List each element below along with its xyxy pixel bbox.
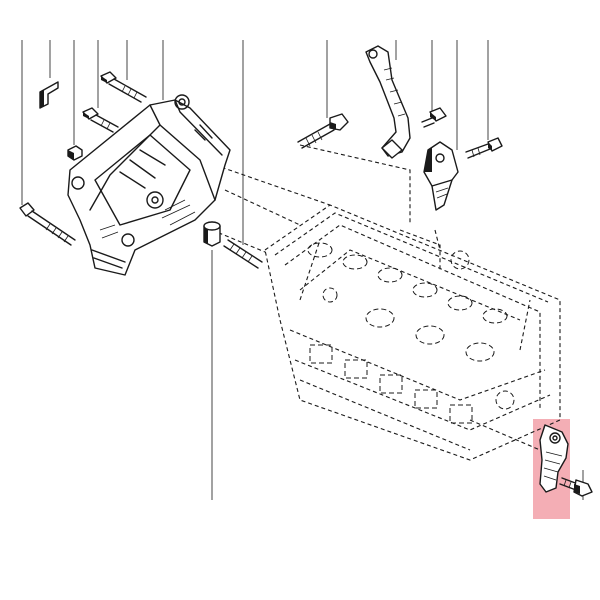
bolt-far-right xyxy=(465,137,503,159)
bolt-middle xyxy=(82,107,119,133)
nut-small xyxy=(67,145,83,161)
highlighted-bracket xyxy=(539,424,569,493)
stud-threaded xyxy=(297,113,349,149)
stud-bolt xyxy=(223,239,263,269)
lifting-eye xyxy=(365,45,411,159)
z-bracket-clip xyxy=(39,81,59,109)
spacer-sleeve xyxy=(203,221,221,247)
bolt-small-right xyxy=(421,107,447,128)
cylinder-head-phantom xyxy=(264,204,561,461)
bracket-bolt xyxy=(559,477,593,497)
assembly-guides xyxy=(211,144,541,451)
long-bolt-left xyxy=(19,202,76,246)
accessory-bracket xyxy=(67,94,231,276)
bolt-upper xyxy=(100,71,147,103)
sensor-bracket xyxy=(423,141,459,211)
